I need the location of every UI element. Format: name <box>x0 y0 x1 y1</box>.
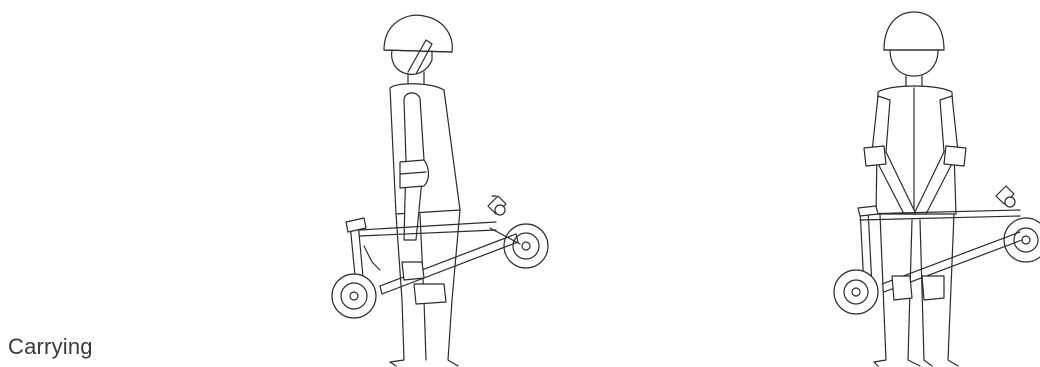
carrying-front-view-illustration <box>820 0 1040 367</box>
carrying-caption: Carrying <box>8 334 93 360</box>
carrying-side-view-illustration <box>320 0 570 367</box>
person-carrying-folded-scooter-side-icon <box>320 0 570 367</box>
person-carrying-folded-scooter-front-icon <box>820 0 1040 367</box>
